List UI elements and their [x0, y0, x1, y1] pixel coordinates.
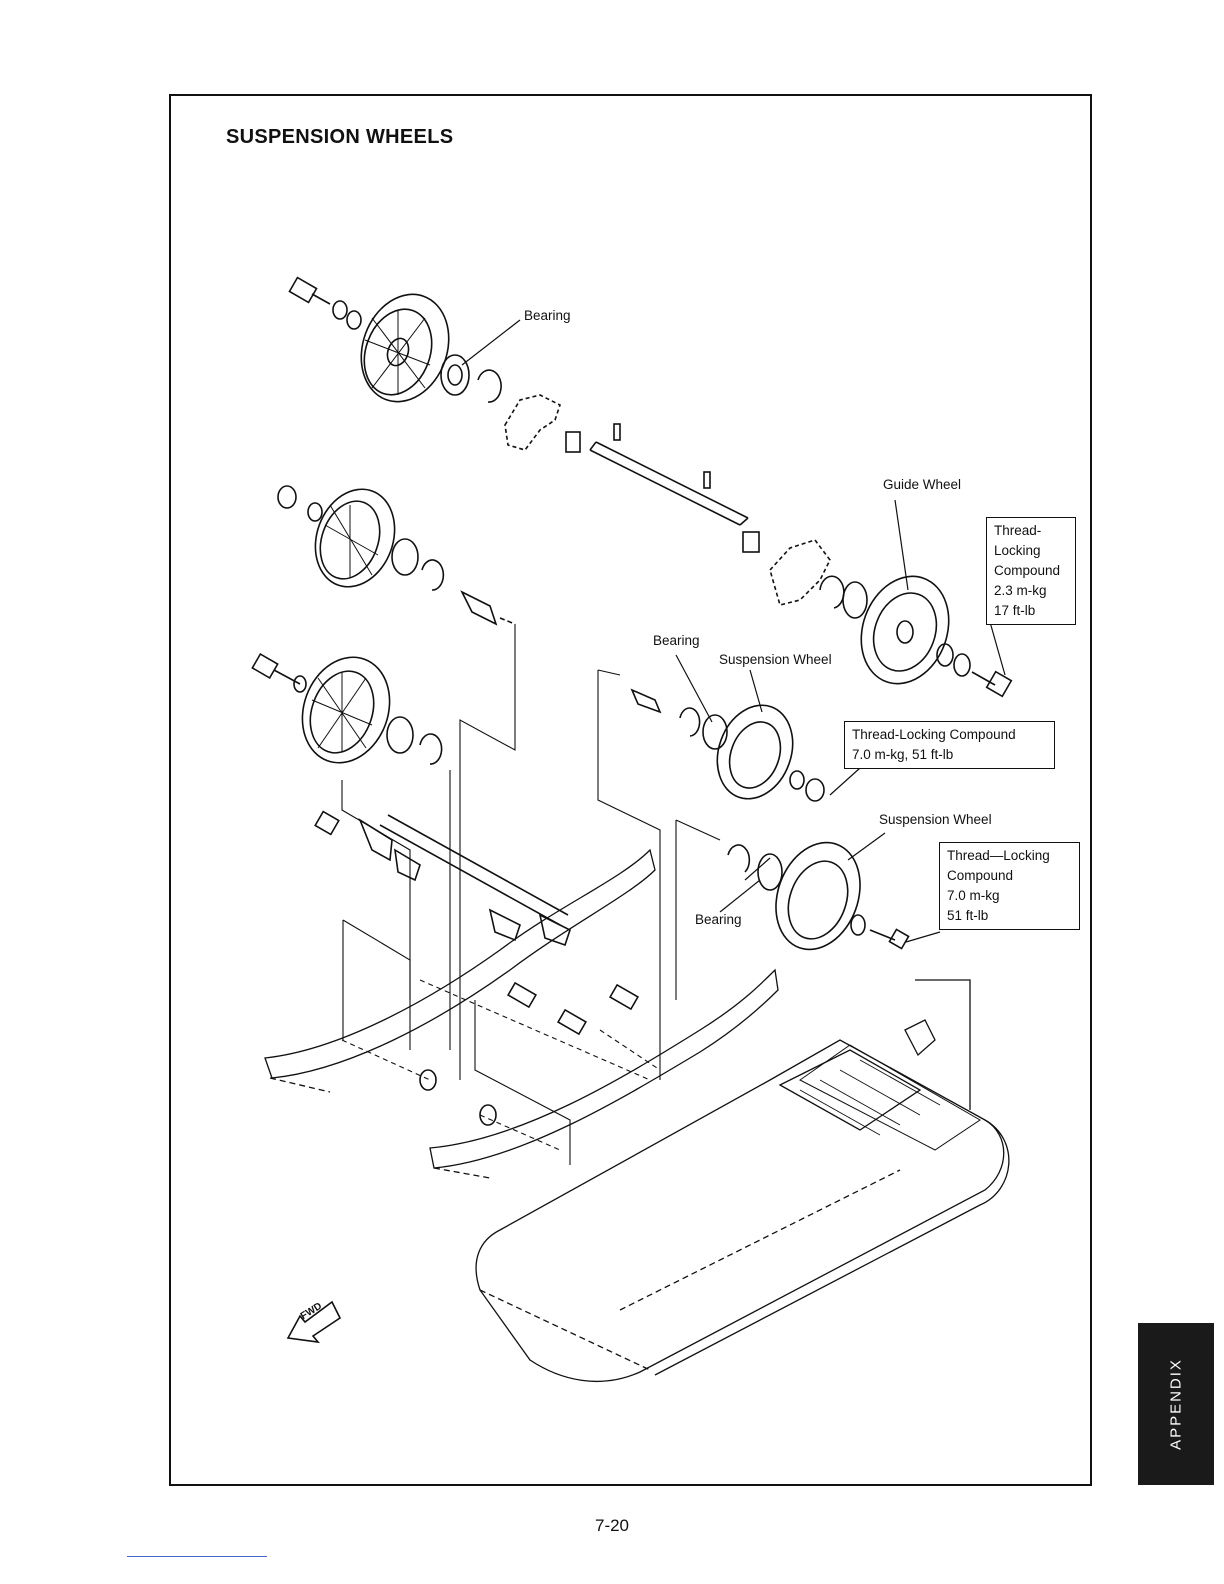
label-guide-wheel: Guide Wheel [883, 477, 961, 492]
callout-lower-wheel-torque: Thread—Locking Compound 7.0 m-kg 51 ft-l… [939, 842, 1080, 930]
label-bearing-top: Bearing [524, 308, 571, 323]
slide-rails [265, 850, 778, 1178]
label-bearing-mid: Bearing [653, 633, 700, 648]
lower-left-wheel [252, 645, 441, 775]
callout-mid-wheel-torque: Thread-Locking Compound 7.0 m-kg, 51 ft-… [844, 721, 1055, 769]
front-axle [315, 812, 570, 945]
callout-guide-wheel-torque: Thread- Locking Compound 2.3 m-kg 17 ft-… [986, 517, 1076, 625]
top-axle [505, 395, 830, 605]
page-number: 7-20 [595, 1516, 629, 1536]
label-suspension-wheel-lower: Suspension Wheel [879, 812, 992, 827]
lower-right-wheel-assembly [720, 831, 940, 962]
appendix-tab-label: APPENDIX [1168, 1358, 1185, 1450]
guide-wheel-assembly [820, 500, 1011, 696]
appendix-side-tab: APPENDIX [1138, 1323, 1214, 1485]
label-bearing-lower: Bearing [695, 912, 742, 927]
small-fasteners [420, 983, 638, 1125]
top-wheel-assembly [289, 278, 520, 414]
middle-left-wheel [278, 478, 515, 624]
track-belt [476, 980, 1009, 1381]
label-suspension-wheel-mid: Suspension Wheel [719, 652, 832, 667]
center-wheel-assembly [632, 655, 860, 809]
bottom-link-underline [127, 1556, 267, 1557]
